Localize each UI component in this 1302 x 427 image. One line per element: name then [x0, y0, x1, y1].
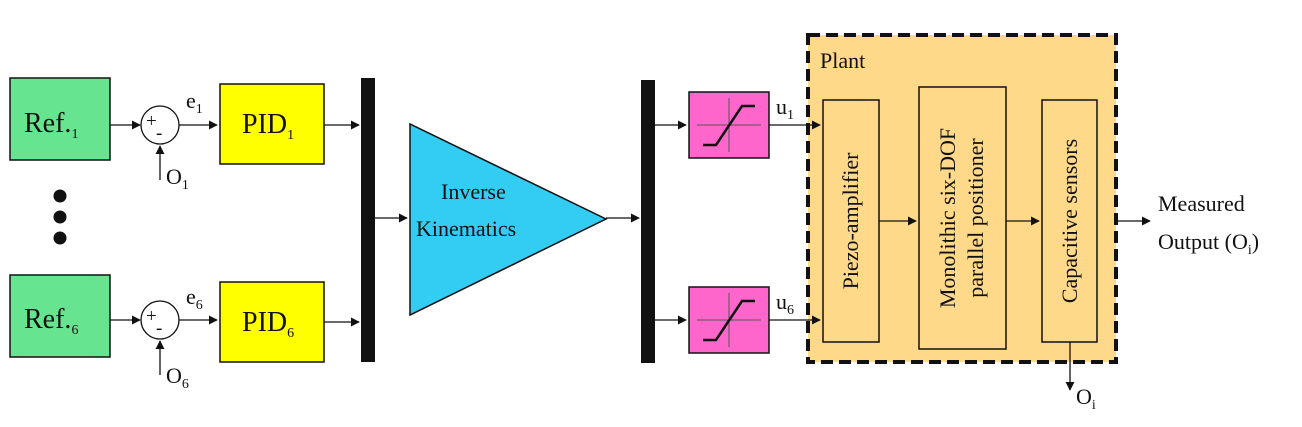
feedback-label-6: O6: [166, 363, 189, 392]
ref-block-6: [9, 274, 111, 358]
output-tap-label: Oi: [1076, 384, 1096, 413]
pid-block-1: [219, 83, 325, 165]
inverse-kinematics-block: [409, 122, 608, 317]
ik-label-line1: Inverse: [441, 179, 506, 204]
mux-bar: [361, 78, 375, 362]
positioner-block: [918, 86, 1007, 350]
sum-plus-1: +: [146, 111, 157, 132]
control-label-6: u6: [776, 289, 794, 318]
output-label-line1: Measured: [1158, 191, 1245, 216]
output-label-line2: Output (Oi): [1158, 229, 1259, 258]
pid-label-6: PID6: [242, 307, 294, 341]
piezo-amplifier-label: Piezo-amplifier: [838, 152, 863, 290]
ref-label-6: Ref.6: [24, 304, 78, 338]
sum-minus-6: -: [156, 318, 162, 339]
pid-block-6: [219, 281, 325, 363]
sum-plus-6: +: [146, 306, 157, 327]
plant-box: [806, 33, 1118, 364]
error-label-1: e1: [186, 88, 203, 117]
control-label-1: u1: [776, 94, 794, 123]
ellipsis-dot-1: [53, 189, 67, 203]
saturation-icon-1: [697, 98, 761, 152]
sensors-label: Capacitive sensors: [1057, 139, 1082, 303]
ref-label-1: Ref.1: [24, 108, 78, 142]
sum-minus-1: -: [156, 123, 162, 144]
demux-bar: [641, 80, 655, 363]
error-label-6: e6: [186, 284, 203, 313]
pid-label-1: PID1: [242, 109, 294, 143]
feedback-label-1: O1: [166, 164, 189, 193]
ellipsis-dot-3: [53, 231, 67, 245]
ellipsis-dot-2: [53, 210, 67, 224]
ik-label-line2: Kinematics: [416, 216, 516, 241]
positioner-label-line1: Monolithic six-DOF: [935, 128, 960, 308]
saturation-icon-6: [697, 293, 761, 347]
plant-title: Plant: [820, 48, 865, 73]
ref-block-1: [9, 77, 111, 161]
positioner-label-line2: parallel positioner: [963, 138, 988, 298]
